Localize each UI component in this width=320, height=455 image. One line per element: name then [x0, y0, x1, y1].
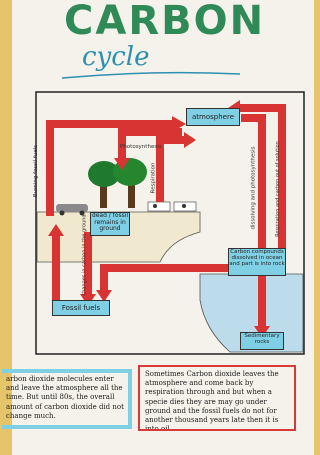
label-burning: Burning fossil fuels	[33, 144, 40, 198]
arrow-respiration-oceans	[236, 104, 286, 252]
arrow-dissolving	[241, 114, 266, 252]
carbon-compounds-box: Carbon compounds dissolved in ocean and …	[228, 248, 286, 276]
diagram-frame	[35, 91, 305, 355]
arrowhead-burning	[172, 116, 186, 132]
atmosphere-box: atmosphere	[186, 108, 240, 126]
subtitle-underline	[61, 71, 241, 79]
arrowhead-ocean-to-fossil	[96, 290, 112, 302]
poster-title: CARBON	[64, 0, 266, 44]
arrow-respiration	[156, 136, 188, 202]
label-photosynthesis: Photosynthesis	[120, 144, 162, 150]
cows	[147, 201, 197, 212]
label-changes: changes in carbon in the ground	[81, 214, 88, 296]
label-respiration-oceans: Respiration and carbon out of solution	[274, 141, 281, 237]
fossil-fuels-box: Fossil fuels	[52, 300, 110, 316]
trees	[88, 158, 147, 208]
note-left: arbon dioxide molecules enter and leave …	[2, 369, 132, 429]
arrowhead-respiration	[184, 132, 196, 148]
label-respiration: Respiration	[150, 162, 157, 194]
poster-subtitle: cycle	[82, 42, 150, 72]
ground	[36, 211, 201, 263]
sedimentary-rocks-box: Sedimentary rocks	[240, 332, 284, 350]
note-right: Sometimes Carbon dioxide leaves the atmo…	[138, 365, 296, 431]
arrow-ocean-to-fossil	[100, 264, 240, 294]
arrowhead-photosynthesis	[114, 158, 130, 170]
arrow-photosynthesis	[118, 128, 182, 162]
car	[56, 204, 88, 216]
arrow-burning	[46, 120, 176, 216]
label-dissolving: dissolving and photosynthesis	[250, 146, 257, 230]
dead-bodies-box: dead / fossil remains in ground	[90, 212, 130, 236]
arrowhead-fossil-up	[48, 224, 64, 236]
